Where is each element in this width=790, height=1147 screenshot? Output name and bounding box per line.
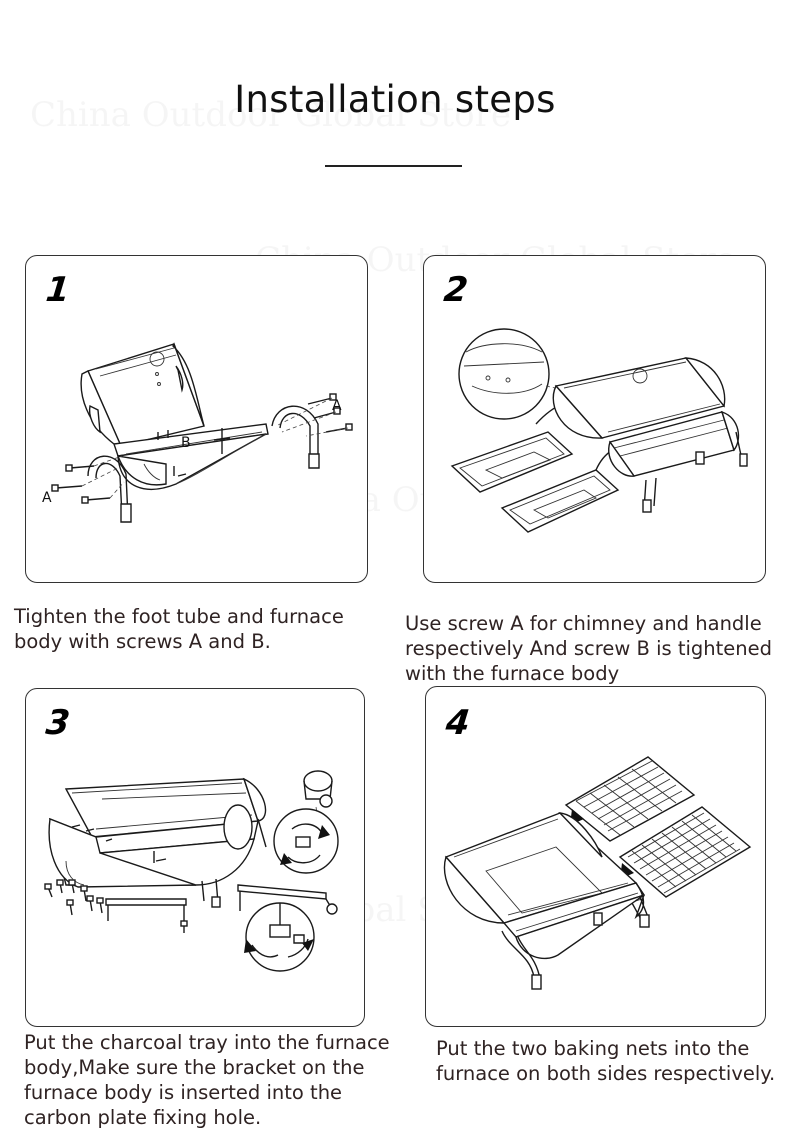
step-1-panel: 1 B	[25, 255, 368, 583]
caption-line: furnace body is inserted into the	[24, 1081, 343, 1104]
step-1-caption: Tighten the foot tube and furnace body w…	[14, 604, 384, 654]
label-a-left: A	[42, 490, 52, 506]
label-b: B	[181, 435, 191, 451]
step-4-illustration	[443, 756, 752, 990]
step-3-caption: Put the charcoal tray into the furnace b…	[24, 1030, 409, 1130]
caption-line: Use screw A for chimney and handle	[405, 612, 762, 635]
step-1-illustration: B A A	[42, 342, 353, 523]
caption-line: Put the charcoal tray into the furnace	[24, 1031, 390, 1054]
caption-line: Put the two baking nets into the	[436, 1037, 750, 1060]
caption-line: respectively And screw B is tightened	[405, 637, 773, 660]
step-4-caption: Put the two baking nets into the furnace…	[436, 1036, 790, 1086]
baking-net-coarse	[564, 756, 696, 842]
page-title: Installation steps	[234, 78, 556, 121]
label-a-right: A	[332, 398, 342, 414]
caption-line: carbon plate fixing hole.	[24, 1106, 262, 1129]
caption-line: body with screws A and B.	[14, 630, 271, 653]
step-2-caption: Use screw A for chimney and handle respe…	[405, 611, 790, 686]
baking-net-fine	[618, 806, 752, 898]
step-3-illustration	[44, 770, 339, 972]
title-divider	[325, 165, 462, 167]
step-2-illustration	[450, 328, 748, 533]
caption-line: with the furnace body	[405, 662, 620, 685]
step-4-panel: 4	[425, 686, 766, 1027]
step-2-panel: 2	[423, 255, 766, 583]
caption-line: body,Make sure the bracket on the	[24, 1056, 365, 1079]
caption-line: furnace on both sides respectively.	[436, 1062, 776, 1085]
step-3-panel: 3	[25, 688, 365, 1027]
caption-line: Tighten the foot tube and furnace	[14, 605, 344, 628]
